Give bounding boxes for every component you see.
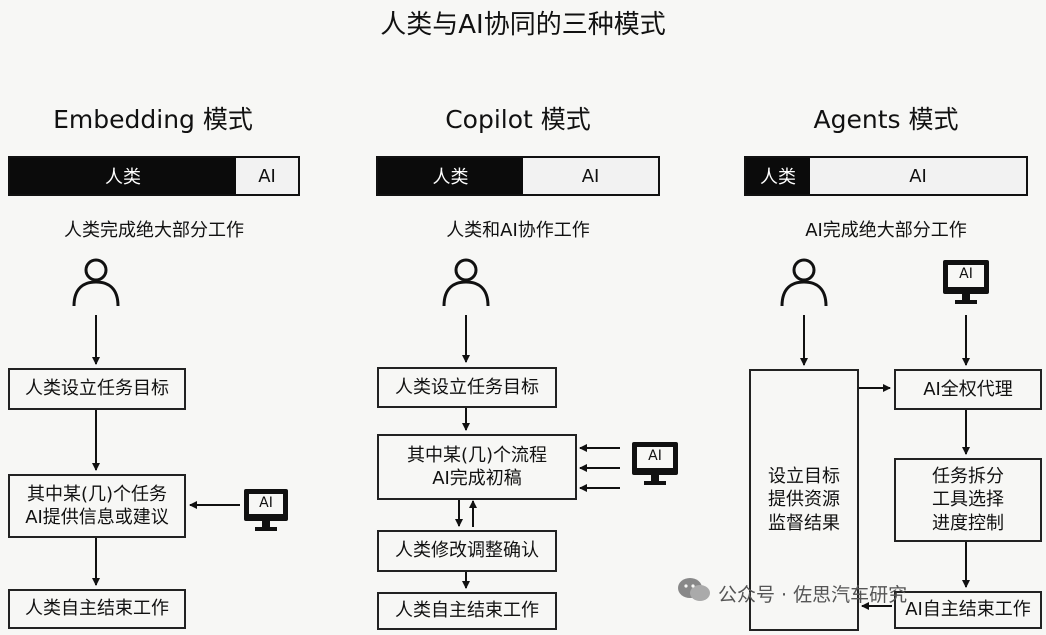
box-label: 设立目标 [768, 465, 840, 487]
human-icon [72, 258, 120, 307]
box-set-goal: 人类设立任务目标 [377, 367, 557, 408]
box-ai-assist-task: 其中某(几)个任务 AI提供信息或建议 [8, 474, 186, 538]
ratio-bar-copilot: 人类 AI [376, 156, 660, 196]
panel-title-copilot: Copilot 模式 [445, 105, 591, 134]
box-human-oversight: 设立目标 提供资源 监督结果 [749, 369, 859, 631]
human-icon [780, 258, 828, 307]
ratio-ai: AI [523, 158, 658, 194]
box-label: 监督结果 [768, 512, 840, 534]
computer-icon [244, 489, 288, 531]
box-label: 人类自主结束工作 [25, 598, 169, 620]
ratio-human: 人类 [10, 158, 236, 194]
box-label: 人类修改调整确认 [395, 540, 539, 562]
computer-icon [632, 442, 678, 485]
box-label: 人类设立任务目标 [395, 376, 539, 398]
wechat-icon [678, 578, 710, 601]
panel-title-agents: Agents 模式 [813, 105, 959, 134]
box-ai-draft: 其中某(几)个流程 AI完成初稿 [377, 434, 577, 500]
computer-icon [943, 260, 989, 304]
box-ai-planning: 任务拆分 工具选择 进度控制 [894, 458, 1042, 542]
ratio-ai: AI [236, 158, 298, 194]
box-ai-delegate: AI全权代理 [894, 369, 1042, 410]
ai-icon-label: AI [259, 495, 273, 511]
watermark: 公众号 · 佐思汽车研究 [718, 584, 908, 606]
box-human-finish: 人类自主结束工作 [8, 589, 186, 629]
box-label: 人类自主结束工作 [395, 600, 539, 622]
box-label: 工具选择 [932, 489, 1004, 511]
box-label: 其中某(几)个任务 [26, 483, 168, 505]
ai-icon-label: AI [959, 266, 973, 282]
box-label: 提供资源 [768, 489, 840, 511]
ai-icon-label: AI [648, 448, 662, 464]
box-label: 人类设立任务目标 [25, 378, 169, 400]
box-human-revise: 人类修改调整确认 [377, 530, 557, 572]
box-label: 进度控制 [932, 512, 1004, 534]
box-label: 任务拆分 [932, 465, 1004, 487]
box-label: AI完成初稿 [432, 468, 522, 489]
panel-title-embedding: Embedding 模式 [53, 105, 253, 134]
page-title: 人类与AI协同的三种模式 [380, 10, 666, 40]
panel-subtitle: 人类和AI协作工作 [446, 220, 590, 241]
box-label: AI自主结束工作 [905, 599, 1031, 621]
human-icon [442, 258, 490, 307]
ratio-ai: AI [810, 158, 1026, 194]
ratio-bar-agents: 人类 AI [744, 156, 1028, 196]
box-human-finish: 人类自主结束工作 [377, 592, 557, 630]
panel-subtitle: AI完成绝大部分工作 [805, 220, 967, 241]
box-set-goal: 人类设立任务目标 [8, 368, 186, 410]
box-label: AI全权代理 [923, 378, 1013, 400]
box-label: AI提供信息或建议 [25, 507, 169, 528]
box-label: 其中某(几)个流程 [406, 444, 548, 466]
ratio-bar-embedding: 人类 AI [8, 156, 300, 196]
box-ai-finish: AI自主结束工作 [894, 591, 1042, 629]
ratio-human: 人类 [378, 158, 523, 194]
ratio-human: 人类 [746, 158, 810, 194]
panel-subtitle: 人类完成绝大部分工作 [64, 220, 244, 241]
